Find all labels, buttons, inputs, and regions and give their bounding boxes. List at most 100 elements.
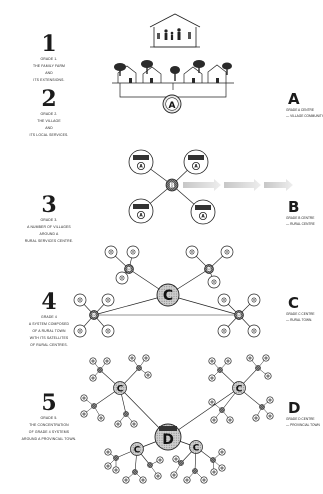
village-dot <box>107 299 109 301</box>
village-dot <box>221 467 223 469</box>
grade-caption-line: GRADE 4 <box>41 315 57 319</box>
rural-town-node <box>156 283 180 307</box>
rural-centre-node <box>217 367 223 373</box>
rural-centre-node <box>132 469 138 475</box>
grade-5-label: 5 GRADE 5. THE CONCENTRATION OF GRADE 4 … <box>16 392 82 442</box>
village-dot <box>255 417 257 419</box>
village-dot <box>227 360 229 362</box>
grade-caption-line: GRADE 5. <box>40 416 58 420</box>
rural-town-label: C <box>236 384 243 394</box>
village-dot <box>92 360 94 362</box>
village-dot <box>265 357 267 359</box>
grade-caption-line: WITH ITS SATELLITES <box>29 336 69 340</box>
village-dot <box>269 399 271 401</box>
village-dot <box>125 479 127 481</box>
rural-centre-node <box>91 403 97 409</box>
village-dot <box>110 251 112 253</box>
centre-caption-line: — RURAL CENTRE <box>286 221 315 226</box>
rural-centre-label: B <box>127 267 131 273</box>
village-dot <box>107 330 109 332</box>
provincial-town-label: D <box>162 432 174 448</box>
village-dot <box>145 357 147 359</box>
village-houses <box>188 155 204 160</box>
centre-letter: A <box>288 92 300 108</box>
centre-letter: B <box>288 200 300 216</box>
centre-a-label: A GRADE A CENTRE — VILLAGE COMMUNITY CEN <box>286 92 323 118</box>
rural-town-label: C <box>134 445 141 455</box>
grade-caption-line: THE CONCENTRATION <box>29 423 69 427</box>
rural-town-node <box>232 381 246 395</box>
grade-3-label: 3 GRADE 3. A NUMBER OF VILLAGES AROUND A… <box>16 194 82 244</box>
rural-centre-node <box>219 407 225 413</box>
village-dot <box>229 419 231 421</box>
village-dot <box>253 299 255 301</box>
grade-caption-line: OF RURAL CENTRES. <box>30 343 68 347</box>
grade-caption-line: A SYSTEM COMPOSED <box>28 322 70 326</box>
village-centre-label: A <box>194 164 198 170</box>
village-dot <box>100 417 102 419</box>
village-dot <box>142 479 144 481</box>
centre-b-label: B GRADE B CENTRE — RURAL CENTRE <box>286 200 323 226</box>
village-dot <box>121 277 123 279</box>
centre-caption-line: GRADE D CENTRE <box>286 417 315 421</box>
rural-centre-node <box>97 367 103 373</box>
village-unit <box>190 199 216 225</box>
village-dot <box>203 479 205 481</box>
rural-centre-node <box>234 310 244 320</box>
rural-centre-node <box>255 365 261 371</box>
village-dot <box>83 397 85 399</box>
grade-2-label: 2 GRADE 2. THE VILLAGE AND ITS LOCAL SER… <box>16 88 82 138</box>
rural-centre-node <box>210 457 216 463</box>
village-dot <box>211 377 213 379</box>
grade-number: 2 <box>41 86 57 112</box>
rural-town-label: C <box>117 384 124 394</box>
provincial-town-buildings <box>159 426 177 431</box>
village-dot <box>79 330 81 332</box>
village-dot <box>159 459 161 461</box>
village-dot <box>253 330 255 332</box>
village-dot <box>223 330 225 332</box>
village-centre-label: A <box>139 213 143 219</box>
village-dot <box>221 451 223 453</box>
village-dot <box>213 281 215 283</box>
connector-line <box>167 387 240 438</box>
village-dot <box>79 299 81 301</box>
rural-town-node <box>189 440 203 454</box>
rural-centre-label: B <box>237 313 241 319</box>
rural-centre-node <box>113 455 119 461</box>
centre-caption-line: — VILLAGE COMMUNITY CEN <box>286 113 323 118</box>
village-illustration <box>112 60 234 114</box>
grade-caption-line: A NUMBER OF VILLAGES <box>27 225 71 229</box>
arrow-to-grade-b <box>183 179 293 191</box>
grade-caption-line: AND <box>45 126 53 130</box>
rural-centre-node <box>165 178 179 192</box>
centre-d-label: D GRADE D CENTRE — PROVINCIAL TOWN <box>286 401 323 427</box>
centre-caption-line: GRADE A CENTRE <box>286 108 314 112</box>
village-unit <box>183 149 209 175</box>
grade-caption-line: AND <box>45 71 53 75</box>
connector-line <box>93 294 169 316</box>
family-farm-illustration <box>149 13 201 48</box>
village-dot <box>147 374 149 376</box>
grade-caption-line: THE VILLAGE <box>37 119 61 123</box>
village-dot <box>249 357 251 359</box>
rural-centre-node <box>204 264 214 274</box>
grade-caption-line: ITS LOCAL SERVICES. <box>29 133 69 137</box>
village-centre-node <box>136 161 145 170</box>
village-centre-label: A <box>201 214 205 220</box>
village-dot <box>83 413 85 415</box>
village-dot <box>267 375 269 377</box>
grade-caption-line: OF A RURAL TOWN <box>32 329 66 333</box>
village-dot <box>106 360 108 362</box>
grade-4-label: 4 GRADE 4 A SYSTEM COMPOSED OF A RURAL T… <box>16 291 82 348</box>
village-dot <box>223 299 225 301</box>
village-dot <box>132 251 134 253</box>
village-houses <box>133 204 149 209</box>
grade-caption-line: GRADE 1. <box>40 57 58 61</box>
centre-caption-line: GRADE B CENTRE <box>286 216 315 220</box>
grade-number: 1 <box>41 31 57 57</box>
grade-1-label: 1 GRADE 1. THE FAMILY FARM AND ITS EXTEN… <box>16 33 82 83</box>
